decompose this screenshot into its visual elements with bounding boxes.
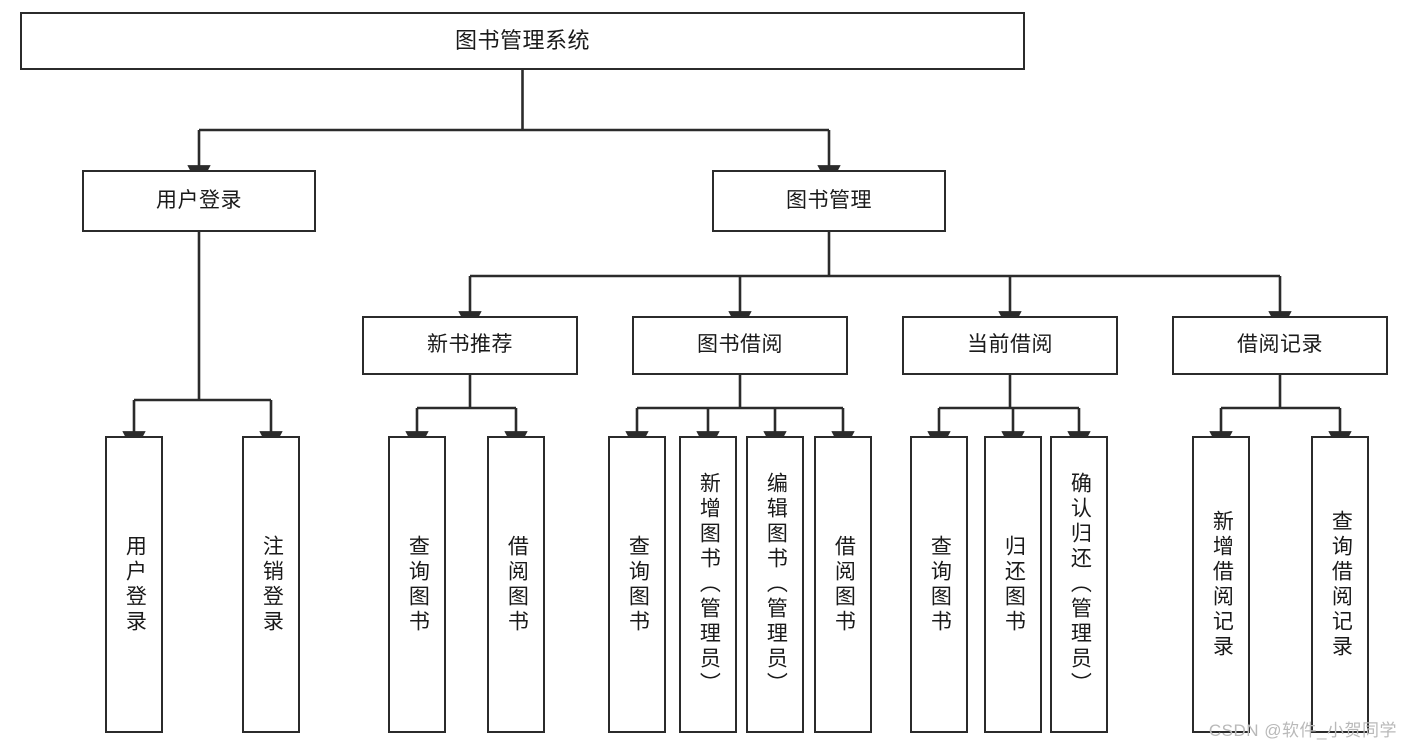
leaf-newbook-query-book[interactable]: 查询图书 bbox=[388, 436, 446, 733]
node-label: 借阅图书 bbox=[832, 534, 856, 635]
node-label: 新增图书（管理员） bbox=[697, 472, 721, 697]
leaf-user-logout[interactable]: 注销登录 bbox=[242, 436, 300, 733]
csdn-watermark: CSDN @软件_小贺同学 bbox=[1208, 721, 1397, 740]
node-label: 用户登录 bbox=[156, 188, 242, 212]
node-book-management[interactable]: 图书管理 bbox=[712, 170, 946, 232]
node-label: 编辑图书（管理员） bbox=[764, 472, 788, 697]
node-label: 新书推荐 bbox=[427, 333, 513, 357]
leaf-borrow-borrow-book[interactable]: 借阅图书 bbox=[814, 436, 872, 733]
node-root-system[interactable]: 图书管理系统 bbox=[20, 12, 1025, 70]
node-label: 图书借阅 bbox=[697, 333, 783, 357]
node-label: 用户登录 bbox=[123, 534, 147, 635]
node-label: 借阅图书 bbox=[505, 534, 529, 635]
node-book-borrow[interactable]: 图书借阅 bbox=[632, 316, 848, 375]
node-label: 新增借阅记录 bbox=[1210, 509, 1234, 660]
node-label: 查询图书 bbox=[928, 534, 952, 635]
node-label: 查询图书 bbox=[406, 534, 430, 635]
node-label: 借阅记录 bbox=[1237, 333, 1323, 357]
node-current-borrow[interactable]: 当前借阅 bbox=[902, 316, 1118, 375]
node-borrow-record[interactable]: 借阅记录 bbox=[1172, 316, 1388, 375]
node-label: 图书管理 bbox=[786, 188, 872, 212]
node-label: 确认归还（管理员） bbox=[1068, 472, 1092, 697]
leaf-record-query-record[interactable]: 查询借阅记录 bbox=[1311, 436, 1369, 733]
leaf-current-query-book[interactable]: 查询图书 bbox=[910, 436, 968, 733]
node-new-book-recommend[interactable]: 新书推荐 bbox=[362, 316, 578, 375]
leaf-newbook-borrow-book[interactable]: 借阅图书 bbox=[487, 436, 545, 733]
leaf-current-confirm-return-admin[interactable]: 确认归还（管理员） bbox=[1050, 436, 1108, 733]
leaf-borrow-query-book[interactable]: 查询图书 bbox=[608, 436, 666, 733]
leaf-user-login[interactable]: 用户登录 bbox=[105, 436, 163, 733]
node-label: 图书管理系统 bbox=[454, 28, 590, 54]
leaf-record-add-record[interactable]: 新增借阅记录 bbox=[1192, 436, 1250, 733]
node-label: 当前借阅 bbox=[967, 333, 1053, 357]
leaf-borrow-edit-book-admin[interactable]: 编辑图书（管理员） bbox=[746, 436, 804, 733]
node-label: 注销登录 bbox=[260, 534, 284, 635]
leaf-borrow-add-book-admin[interactable]: 新增图书（管理员） bbox=[679, 436, 737, 733]
leaf-current-return-book[interactable]: 归还图书 bbox=[984, 436, 1042, 733]
node-user-login[interactable]: 用户登录 bbox=[82, 170, 316, 232]
node-label: 查询图书 bbox=[626, 534, 650, 635]
node-label: 查询借阅记录 bbox=[1329, 509, 1353, 660]
node-label: 归还图书 bbox=[1002, 534, 1026, 635]
